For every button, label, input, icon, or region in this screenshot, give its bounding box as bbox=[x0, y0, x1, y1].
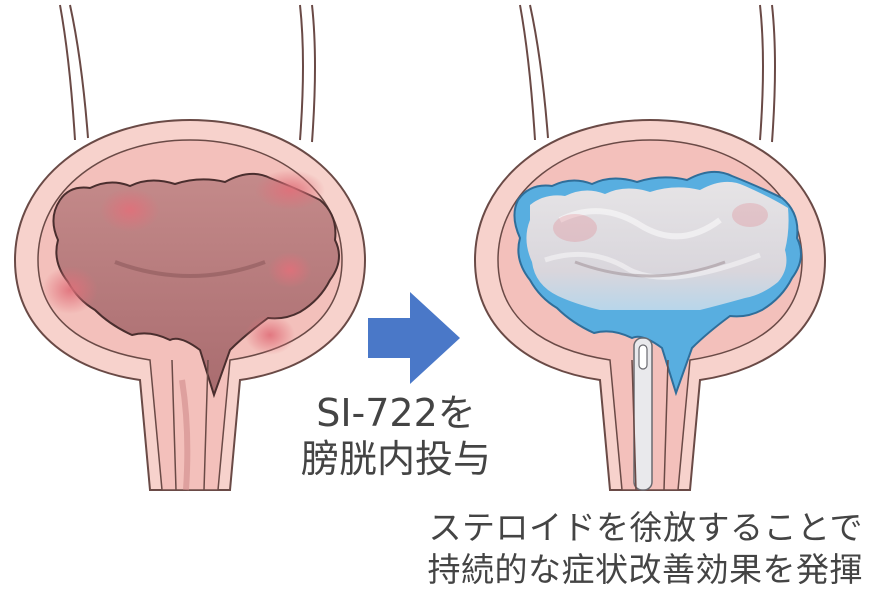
bladder-after bbox=[475, 5, 825, 490]
left-ureter bbox=[60, 5, 75, 140]
effect-caption-line1: ステロイドを徐放することで bbox=[428, 511, 863, 544]
gel-fill bbox=[526, 182, 788, 310]
treatment-label-line1: SI-722を bbox=[296, 394, 496, 432]
treatment-label-line2: 膀胱内投与 bbox=[296, 440, 496, 478]
effect-caption-line2: 持続的な症状改善効果を発揮 bbox=[428, 553, 864, 586]
right-ureter bbox=[300, 5, 303, 140]
arrow-right-icon bbox=[368, 292, 460, 384]
